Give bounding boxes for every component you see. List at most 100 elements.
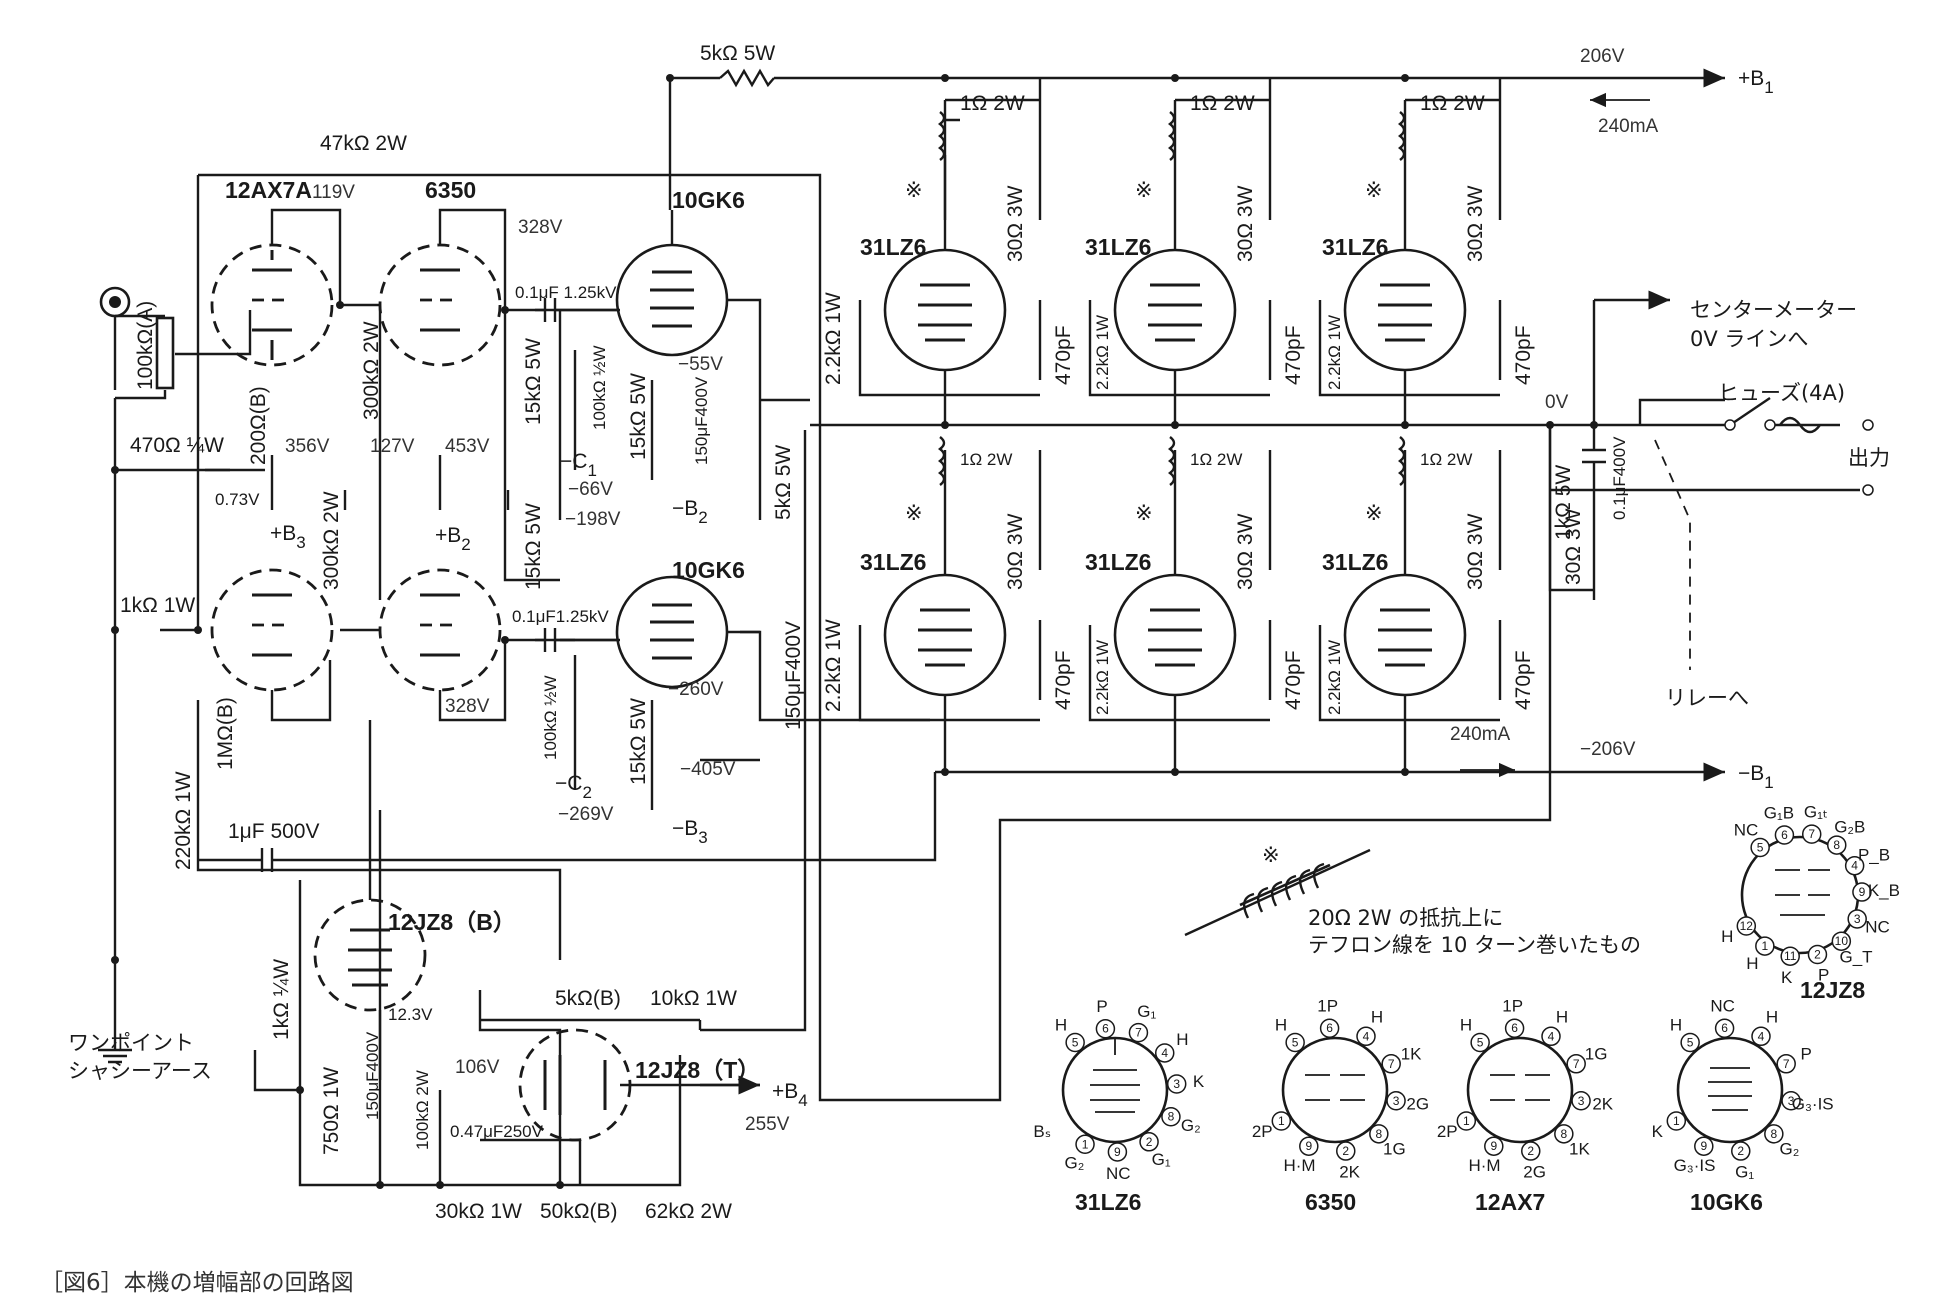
output-tube-l1 (883, 450, 1007, 772)
coil-marks (938, 111, 1406, 486)
pin-number: 6 (1511, 1021, 1518, 1035)
pin-label: H·M (1468, 1156, 1500, 1175)
label-ground-2: シャシーアース (68, 1059, 212, 1083)
pin-circle (1781, 1091, 1801, 1111)
inverter-wiring (253, 430, 807, 1187)
label-31lz6-l2: 31LZ6 (1085, 549, 1151, 575)
label-r-1ohm-u3: 1Ω 2W (1420, 92, 1485, 115)
label-vr-50k: 50kΩ(B) (540, 1200, 618, 1223)
label-r-2k2-u2: 2.2kΩ 1W (1093, 315, 1112, 390)
label-r-30-u2: 30Ω 3W (1234, 185, 1257, 262)
pin-number: 2 (1342, 1144, 1349, 1158)
pin-circle (1776, 1054, 1796, 1074)
label-v-206: 206V (1580, 46, 1625, 67)
pin-number: 7 (1573, 1057, 1580, 1071)
pin-label: K (1781, 968, 1793, 987)
label-r-1k5w: 1kΩ 5W (1552, 465, 1575, 540)
pin-label: G₂B (1834, 817, 1865, 836)
label-r-30-out: 30Ω 3W (1562, 508, 1585, 585)
pin-circle (1456, 1111, 1477, 1131)
label-c-01-a: 0.1μF 1.25kV (515, 283, 617, 302)
label-r-220k: 220kΩ 1W (172, 771, 195, 870)
pin-label: G₃·IS (1792, 1095, 1834, 1114)
pin-number: 9 (1859, 885, 1866, 899)
pin-number: 3 (1854, 912, 1861, 926)
label-c2: −C2 (555, 772, 592, 802)
label-6350: 6350 (425, 177, 476, 203)
label-r-30-u3: 30Ω 3W (1464, 185, 1487, 262)
label-v-55: −55V (678, 354, 723, 375)
label-r-1ohm-u1: 1Ω 2W (960, 92, 1025, 115)
output-screen-wiring (858, 78, 1502, 722)
label-r-2k2-u1: 2.2kΩ 1W (822, 292, 845, 385)
pin-number: 5 (1292, 1036, 1299, 1050)
label-v-328a: 328V (518, 217, 563, 238)
label-v-328b: 328V (445, 696, 490, 717)
label-12ax7a: 12AX7A (225, 177, 312, 203)
pin-label: NC (1734, 821, 1759, 840)
pinout-31lz6 (1061, 1036, 1169, 1144)
pin-circle (1731, 1141, 1751, 1161)
pin-circle (1807, 944, 1828, 965)
pin-circle (1356, 1026, 1376, 1047)
label-coil-2: テフロン線を 10 ターン巻いたもの (1308, 933, 1641, 957)
output-tube-u2 (1113, 100, 1237, 425)
label-31lz6-u3: 31LZ6 (1322, 234, 1388, 260)
tube-6350-upper (378, 208, 507, 367)
output-tube-u1 (883, 100, 1007, 425)
cap-coupling-lower (535, 628, 575, 652)
label-v-453: 453V (445, 436, 490, 457)
pin-label: H (1721, 927, 1733, 946)
pin-label: G₁ (1152, 1150, 1171, 1169)
pin-number: 6 (1721, 1021, 1728, 1035)
pin-circle (1107, 1142, 1128, 1162)
pin-number: 7 (1135, 1026, 1142, 1040)
pin-circle (1571, 1091, 1591, 1111)
input-jack (99, 286, 131, 390)
pin-label: 2G (1523, 1163, 1546, 1182)
tube-12ax7a-lower (210, 568, 334, 722)
label-r-fb: 47kΩ 2W (320, 132, 407, 155)
pin-circle (1680, 1032, 1700, 1053)
label-r-2k2-l1: 2.2kΩ 1W (822, 619, 845, 712)
label-b4p: +B4 (772, 1080, 808, 1110)
pin-label: NC (1710, 996, 1735, 1015)
pin-circle (1801, 824, 1822, 844)
label-v-127: 127V (370, 436, 415, 457)
pin-label: G₃·IS (1674, 1156, 1716, 1175)
label-31lz6-u2: 31LZ6 (1085, 234, 1151, 260)
label-r-2k2-l3: 2.2kΩ 1W (1325, 640, 1344, 715)
pin-number: 9 (1305, 1139, 1312, 1153)
mark-coil: ※ (1262, 843, 1280, 867)
label-c-out: 0.1μF400V (1610, 436, 1629, 520)
label-r-1ohm-l3: 1Ω 2W (1420, 450, 1472, 469)
coil-illustration (1184, 848, 1371, 937)
pin-number: 6 (1102, 1022, 1109, 1036)
pin-label: G₁ (1735, 1163, 1754, 1182)
label-r-30-u1: 30Ω 3W (1004, 185, 1027, 262)
nfb-rail (198, 173, 1552, 1102)
label-r-100k-b: 100kΩ ½W (541, 675, 560, 760)
pin-label: Bₛ (1033, 1122, 1051, 1141)
tube-12ax7a-upper (210, 208, 342, 367)
label-c-047: 0.47μF250V (450, 1122, 544, 1141)
pinout-6350 (1281, 1036, 1389, 1144)
pin-number: 11 (1784, 949, 1797, 963)
pin-circle (1751, 1026, 1771, 1047)
label-r-10k: 10kΩ 1W (650, 987, 737, 1010)
pin-label: G_T (1839, 948, 1872, 967)
pin-number: 6 (1781, 828, 1788, 842)
label-i-240a: 240mA (1598, 116, 1659, 137)
junction-dots (111, 74, 1598, 1189)
pin-circle (1566, 1054, 1586, 1074)
pin-label: 1K (1401, 1045, 1422, 1064)
pin-number: 2 (1527, 1144, 1534, 1158)
pin-label: H (1176, 1030, 1188, 1049)
label-r-15k-a: 15kΩ 5W (522, 338, 545, 425)
label-b2p: +B2 (435, 524, 471, 554)
pin-label: 2G (1406, 1095, 1429, 1114)
pin-circle (1386, 1091, 1406, 1111)
label-i-240b: 240mA (1450, 724, 1511, 745)
pin-circle (1541, 1026, 1561, 1047)
